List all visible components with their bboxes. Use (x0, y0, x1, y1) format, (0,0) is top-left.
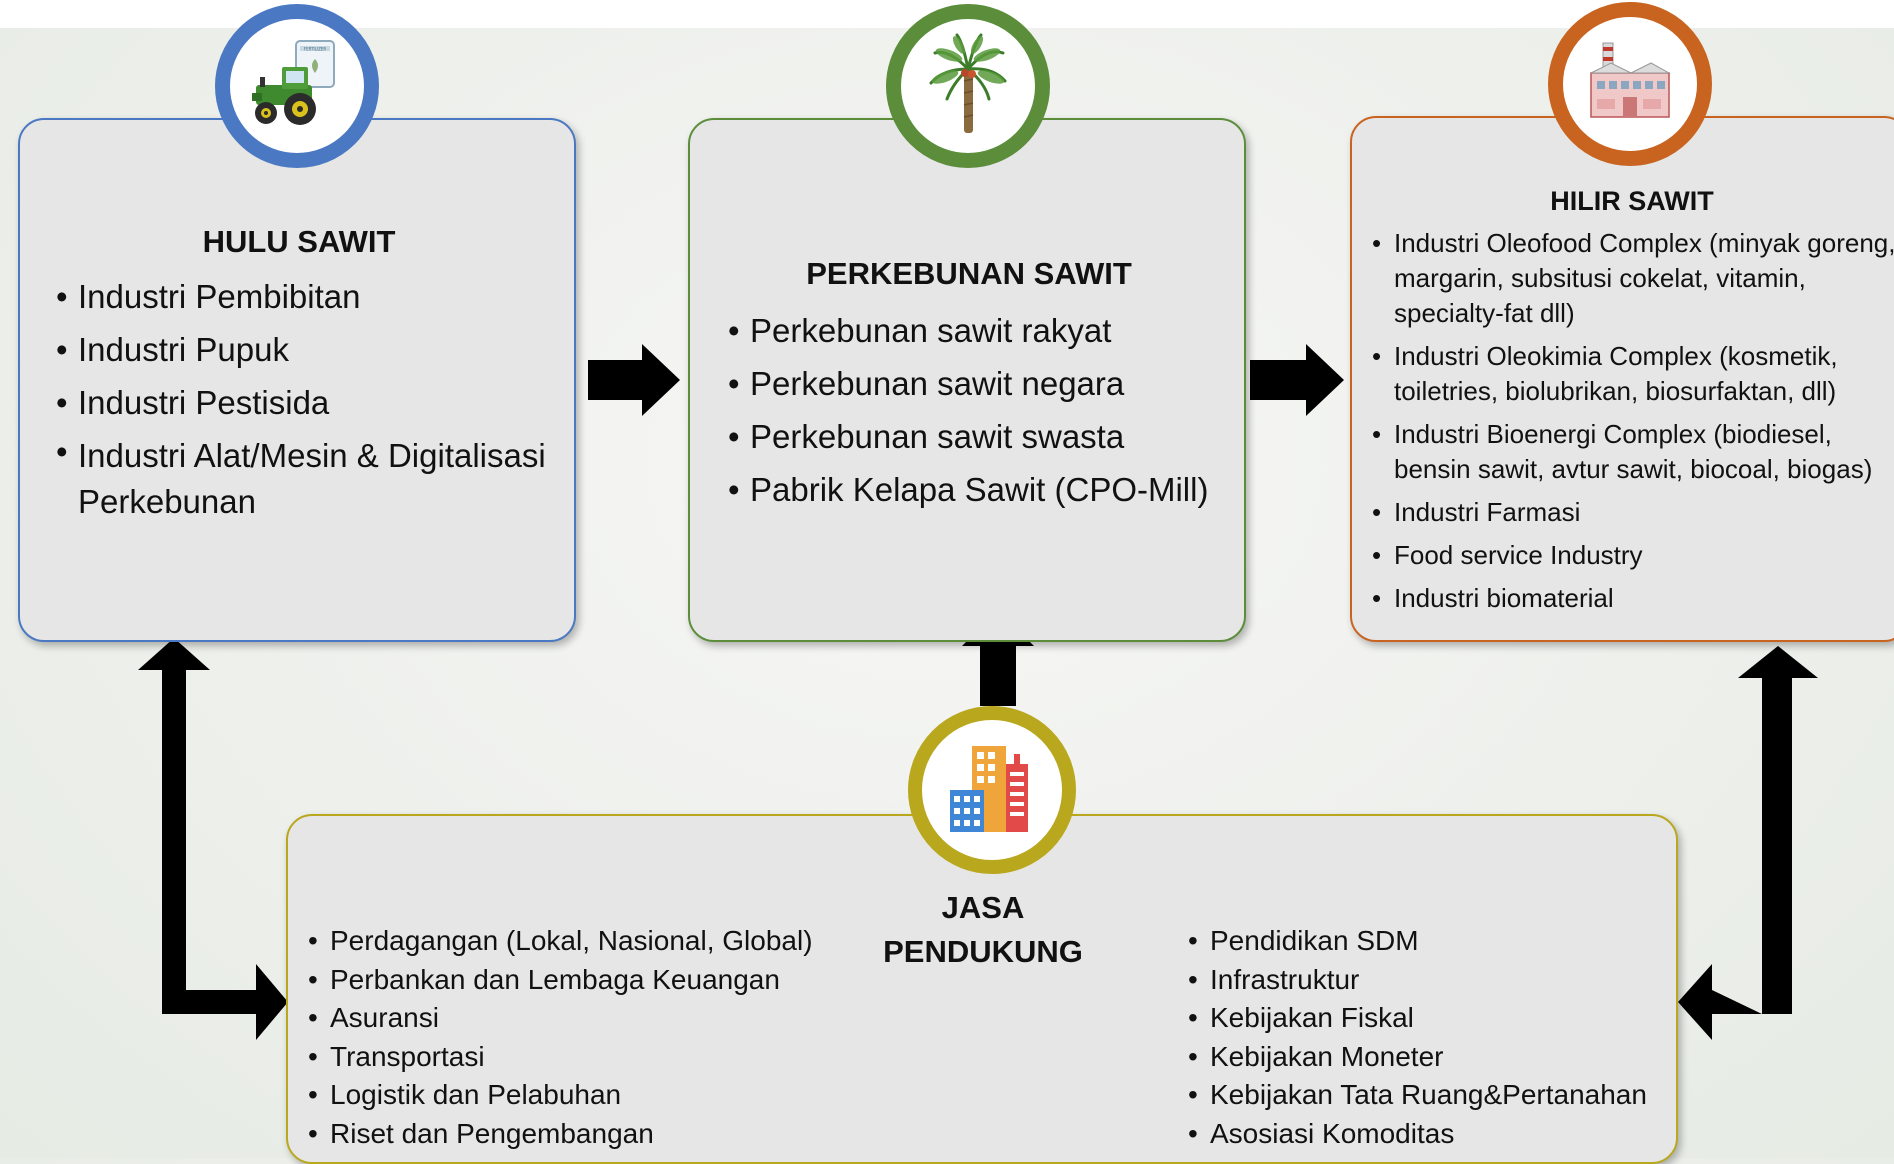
list-item: Riset dan Pengembangan (308, 1115, 868, 1154)
list-item: Logistik dan Pelabuhan (308, 1076, 868, 1115)
fertilizer-label: FERTILIZER (304, 47, 327, 52)
hulu-sawit-title: HULU SAWIT (202, 224, 396, 259)
list-item: Food service Industry (1372, 538, 1894, 573)
hilir-sawit-list: Industri Oleofood Complex (minyak goreng… (1372, 226, 1894, 624)
arrow-hulu-jasa (138, 638, 288, 1040)
list-item: Perkebunan sawit swasta (728, 410, 1238, 463)
list-item: Transportasi (308, 1038, 868, 1077)
list-item: Industri Oleofood Complex (minyak goreng… (1372, 226, 1894, 331)
list-item: Perdagangan (Lokal, Nasional, Global) (308, 922, 868, 961)
arrow-perkebunan-to-hilir (1250, 344, 1344, 416)
list-item: Asosiasi Komoditas (1188, 1115, 1668, 1154)
list-item: Pendidikan SDM (1188, 922, 1668, 961)
list-item: Industri Pembibitan (56, 270, 556, 323)
hilir-sawit-title: HILIR SAWIT (1550, 186, 1714, 216)
list-item: Industri Alat/Mesin & Digitalisasi Perke… (56, 429, 556, 525)
factory-icon (1548, 2, 1712, 166)
arrow-hilir-jasa (1678, 646, 1818, 1040)
list-item: Asuransi (308, 999, 868, 1038)
hilir-sawit-box: HILIR SAWIT Industri Oleofood Complex (m… (1350, 116, 1894, 642)
jasa-left-list: Perdagangan (Lokal, Nasional, Global) Pe… (308, 922, 868, 1153)
list-item: Industri Pupuk (56, 323, 556, 376)
list-item: Perkebunan sawit rakyat (728, 304, 1238, 357)
list-item: Industri Farmasi (1372, 495, 1894, 530)
list-item: Kebijakan Fiskal (1188, 999, 1668, 1038)
hulu-sawit-list: Industri Pembibitan Industri Pupuk Indus… (56, 270, 556, 525)
arrow-hulu-to-perkebunan (588, 344, 680, 416)
jasa-title-line2: PENDUKUNG (883, 934, 1083, 969)
list-item: Perbankan dan Lembaga Keuangan (308, 961, 868, 1000)
list-item: Kebijakan Tata Ruang&Pertanahan (1188, 1076, 1668, 1115)
list-item: Industri biomaterial (1372, 581, 1894, 616)
list-item: Industri Oleokimia Complex (kosmetik, to… (1372, 339, 1894, 409)
jasa-title-line1: JASA (941, 890, 1025, 925)
list-item: Kebijakan Moneter (1188, 1038, 1668, 1077)
list-item: Infrastruktur (1188, 961, 1668, 1000)
list-item: Pabrik Kelapa Sawit (CPO-Mill) (728, 463, 1238, 516)
list-item: Industri Bioenergi Complex (biodiesel, b… (1372, 417, 1894, 487)
hulu-sawit-box: HULU SAWIT Industri Pembibitan Industri … (18, 118, 576, 642)
list-item: Industri Pestisida (56, 376, 556, 429)
buildings-icon (908, 706, 1076, 874)
perkebunan-sawit-list: Perkebunan sawit rakyat Perkebunan sawit… (728, 304, 1238, 516)
perkebunan-sawit-title: PERKEBUNAN SAWIT (806, 256, 1132, 291)
jasa-right-list: Pendidikan SDM Infrastruktur Kebijakan F… (1188, 922, 1668, 1153)
jasa-pendukung-title: JASA PENDUKUNG (848, 886, 1118, 974)
list-item: Perkebunan sawit negara (728, 357, 1238, 410)
tractor-icon: FERTILIZER (215, 4, 379, 168)
palm-tree-icon (886, 4, 1050, 168)
perkebunan-sawit-box: PERKEBUNAN SAWIT Perkebunan sawit rakyat… (688, 118, 1246, 642)
